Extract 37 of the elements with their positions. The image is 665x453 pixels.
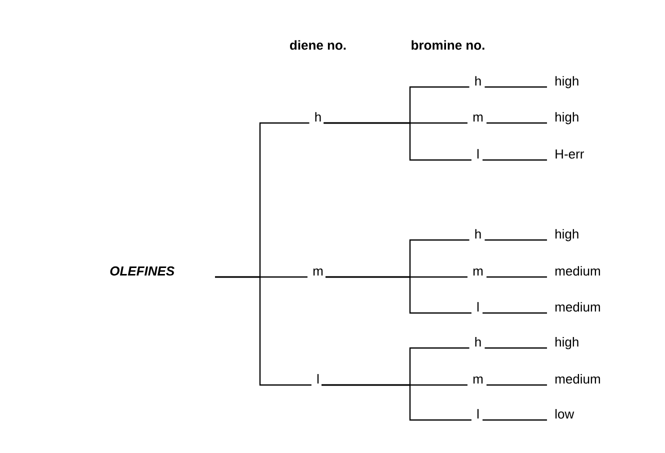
result-label: medium <box>555 374 600 384</box>
branch-letter: h <box>475 337 481 346</box>
branch-letter: l <box>477 302 479 312</box>
connector-line <box>324 122 472 161</box>
result-label: medium <box>555 266 600 276</box>
branch-letter: m <box>313 268 323 276</box>
result-label: H-err <box>556 150 584 159</box>
connector-line <box>484 86 547 88</box>
result-label: medium <box>555 302 600 312</box>
result-label: high <box>556 337 578 350</box>
root-label: OLEFINES <box>110 266 174 276</box>
branch-letter: h <box>475 229 481 238</box>
connector-line <box>215 276 312 386</box>
result-label: high <box>556 76 578 88</box>
branch-letter: l <box>317 374 319 384</box>
connector-line <box>486 276 547 278</box>
result-label: high <box>556 112 578 124</box>
connector-line <box>482 159 547 161</box>
connector-line <box>482 419 547 421</box>
branch-letter: m <box>473 376 483 384</box>
connector-line <box>326 276 472 314</box>
branch-letter: h <box>475 76 481 86</box>
connector-line <box>484 239 547 241</box>
branch-letter: l <box>477 409 479 418</box>
branch-letter: m <box>473 114 483 122</box>
connector-line <box>486 122 547 124</box>
connector-line <box>482 312 547 314</box>
connector-line <box>486 384 547 386</box>
branch-letter: l <box>477 149 479 158</box>
connector-line <box>484 347 547 349</box>
branch-letter: m <box>473 268 483 276</box>
connector-line <box>322 384 472 421</box>
column-header: bromine no. <box>412 40 484 50</box>
result-label: high <box>556 229 578 242</box>
column-header: diene no. <box>290 40 346 50</box>
branch-letter: h <box>315 112 321 122</box>
result-label: low <box>555 409 574 419</box>
